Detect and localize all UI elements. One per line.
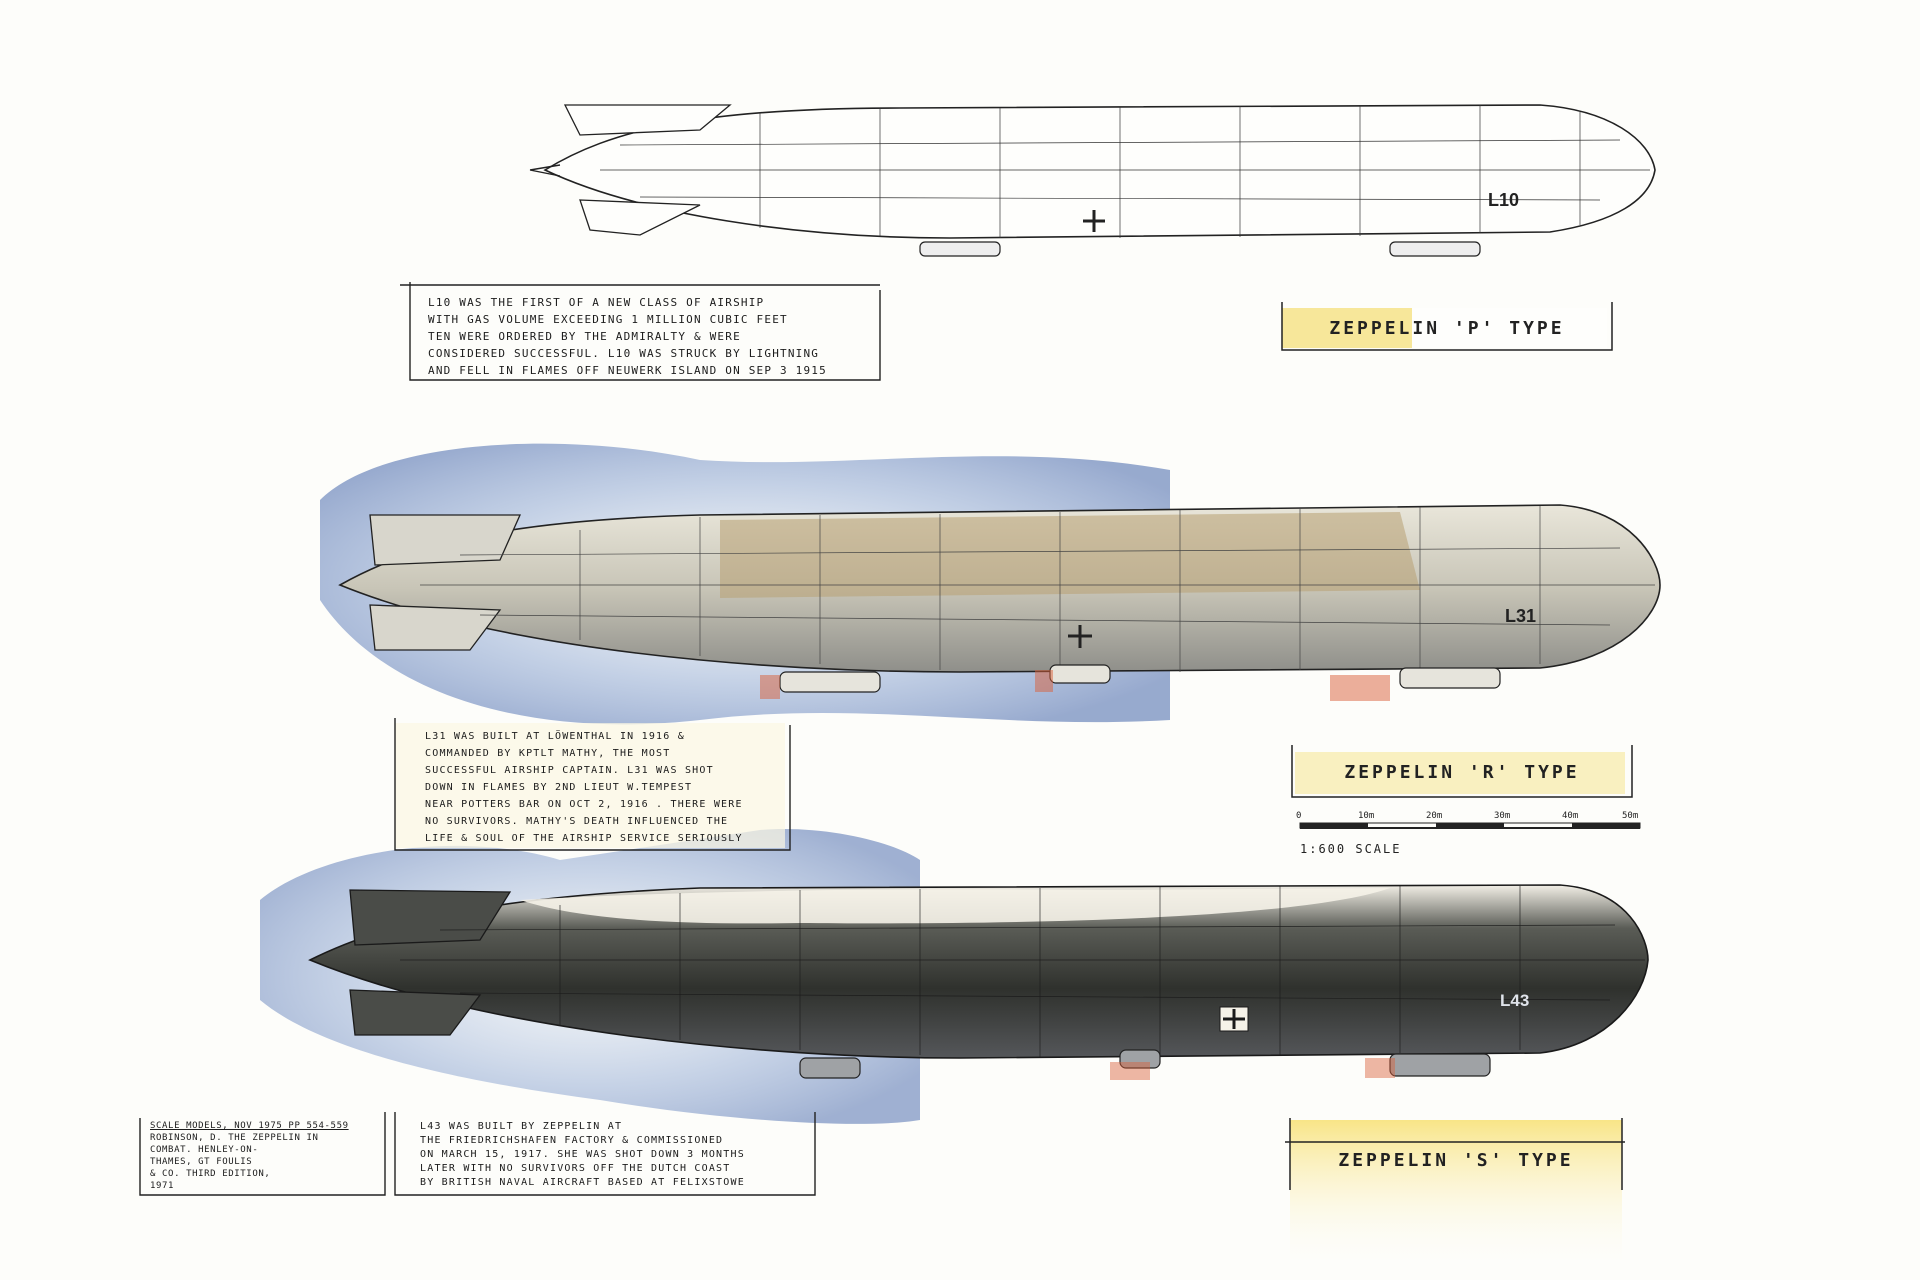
airship-r-type: L31 — [320, 443, 1661, 725]
airship-p-hull — [543, 104, 1656, 239]
reference-line: 1971 — [150, 1181, 175, 1191]
scale-tick-label: 20m — [1426, 811, 1443, 821]
note-r-line: NEAR POTTERS BAR ON OCT 2, 1916 . THERE … — [425, 799, 743, 810]
note-r-line: COMMANDED BY KPTLT MATHY, THE MOST — [425, 748, 671, 759]
note-s: L43 WAS BUILT BY ZEPPELIN AT THE FRIEDRI… — [420, 1120, 745, 1190]
note-r-line: NO SURVIVORS. MATHY'S DEATH INFLUENCED T… — [425, 816, 729, 827]
airship-p-type: L10 — [529, 104, 1656, 257]
note-box-refs-frame — [139, 1112, 386, 1196]
title-box-s — [1285, 1118, 1625, 1270]
reference-line: ROBINSON, D. THE ZEPPELIN IN — [150, 1133, 319, 1143]
note-s-line: L43 WAS BUILT BY ZEPPELIN AT — [420, 1121, 623, 1132]
red-accent-marks-r — [760, 670, 1390, 701]
note-box-r-frame — [394, 718, 791, 851]
note-p: L10 WAS THE FIRST OF A NEW CLASS OF AIRS… — [428, 294, 827, 379]
note-r-line: LIFE & SOUL OF THE AIRSHIP SERVICE SERIO… — [425, 833, 743, 844]
scale-tick-label: 10m — [1358, 811, 1375, 821]
airship-s-marking: L43 — [1500, 991, 1529, 1010]
note-r-line: L31 WAS BUILT AT LÖWENTHAL IN 1916 & — [425, 731, 685, 742]
airship-s-gondolas — [799, 1049, 1491, 1079]
airship-r-marking: L31 — [1505, 606, 1536, 626]
note-s-line: THE FRIEDRICHSHAFEN FACTORY & COMMISSION… — [420, 1135, 724, 1146]
scale-tick-label: 30m — [1494, 811, 1511, 821]
note-r-line: SUCCESSFUL AIRSHIP CAPTAIN. L31 WAS SHOT — [425, 765, 714, 776]
scale-caption: 1:600 SCALE — [1300, 842, 1402, 856]
note-p-line: TEN WERE ORDERED BY THE ADMIRALTY & WERE — [428, 330, 741, 343]
airship-p-marking: L10 — [1488, 190, 1519, 210]
airship-p-nose-spike — [529, 164, 561, 177]
note-r-line: DOWN IN FLAMES BY 2ND LIEUT W.TEMPEST — [425, 782, 693, 793]
reference-line: THAMES, GT FOULIS — [150, 1157, 253, 1167]
cross-insignia-s — [1219, 1006, 1249, 1032]
note-box-p-frame — [400, 282, 881, 381]
red-accent-marks-s — [1110, 1058, 1395, 1080]
airship-s-frame-lines — [400, 886, 1645, 1058]
note-s-line: BY BRITISH NAVAL AIRCRAFT BASED AT FELIX… — [420, 1177, 745, 1188]
title-zeppelin-p-type: ZEPPELIN 'P' TYPE — [1329, 318, 1565, 339]
airship-p-tail-fins — [563, 104, 732, 236]
cross-insignia-r — [1068, 625, 1092, 648]
scale-bar — [1299, 822, 1641, 829]
reference-line: & CO. THIRD EDITION, — [150, 1169, 271, 1179]
title-zeppelin-s-type: ZEPPELIN 'S' TYPE — [1338, 1150, 1574, 1171]
title-box-p — [1281, 302, 1613, 351]
airship-s-top-light — [520, 888, 1390, 924]
reference-line: COMBAT. HENLEY-ON- — [150, 1145, 259, 1155]
scale-tick-label: 0 — [1296, 811, 1302, 821]
title-box-r — [1291, 745, 1633, 798]
cross-insignia-p — [1083, 210, 1105, 232]
note-p-line: CONSIDERED SUCCESSFUL. L10 WAS STRUCK BY… — [428, 347, 820, 360]
airship-s-hull — [308, 884, 1649, 1059]
note-r: L31 WAS BUILT AT LÖWENTHAL IN 1916 & COM… — [425, 728, 743, 847]
airship-p-frame-lines — [600, 105, 1650, 238]
note-s-line: LATER WITH NO SURVIVORS OFF THE DUTCH CO… — [420, 1163, 731, 1174]
note-box-s-frame — [394, 1112, 816, 1196]
reference-line: SCALE MODELS, NOV 1975 PP 554-559 — [150, 1121, 349, 1131]
airship-s-type: L43 — [260, 829, 1649, 1124]
scale-tick-label: 40m — [1562, 811, 1579, 821]
note-p-line: WITH GAS VOLUME EXCEEDING 1 MILLION CUBI… — [428, 313, 788, 326]
title-zeppelin-r-type: ZEPPELIN 'R' TYPE — [1344, 762, 1580, 783]
scale-tick-label: 50m — [1622, 811, 1639, 821]
note-p-line: L10 WAS THE FIRST OF A NEW CLASS OF AIRS… — [428, 296, 765, 309]
airship-p-gondolas — [919, 241, 1481, 257]
airship-s-tail-fins — [349, 889, 512, 1036]
note-s-line: ON MARCH 15, 1917. SHE WAS SHOT DOWN 3 M… — [420, 1149, 745, 1160]
airship-r-frame-lines — [420, 506, 1655, 672]
note-p-line: AND FELL IN FLAMES OFF NEUWERK ISLAND ON… — [428, 364, 827, 377]
note-references: SCALE MODELS, NOV 1975 PP 554-559 ROBINS… — [150, 1120, 349, 1192]
airship-r-gondolas — [779, 664, 1501, 693]
airship-r-tail-fins — [369, 514, 522, 651]
airship-r-panel-wash — [720, 512, 1420, 598]
